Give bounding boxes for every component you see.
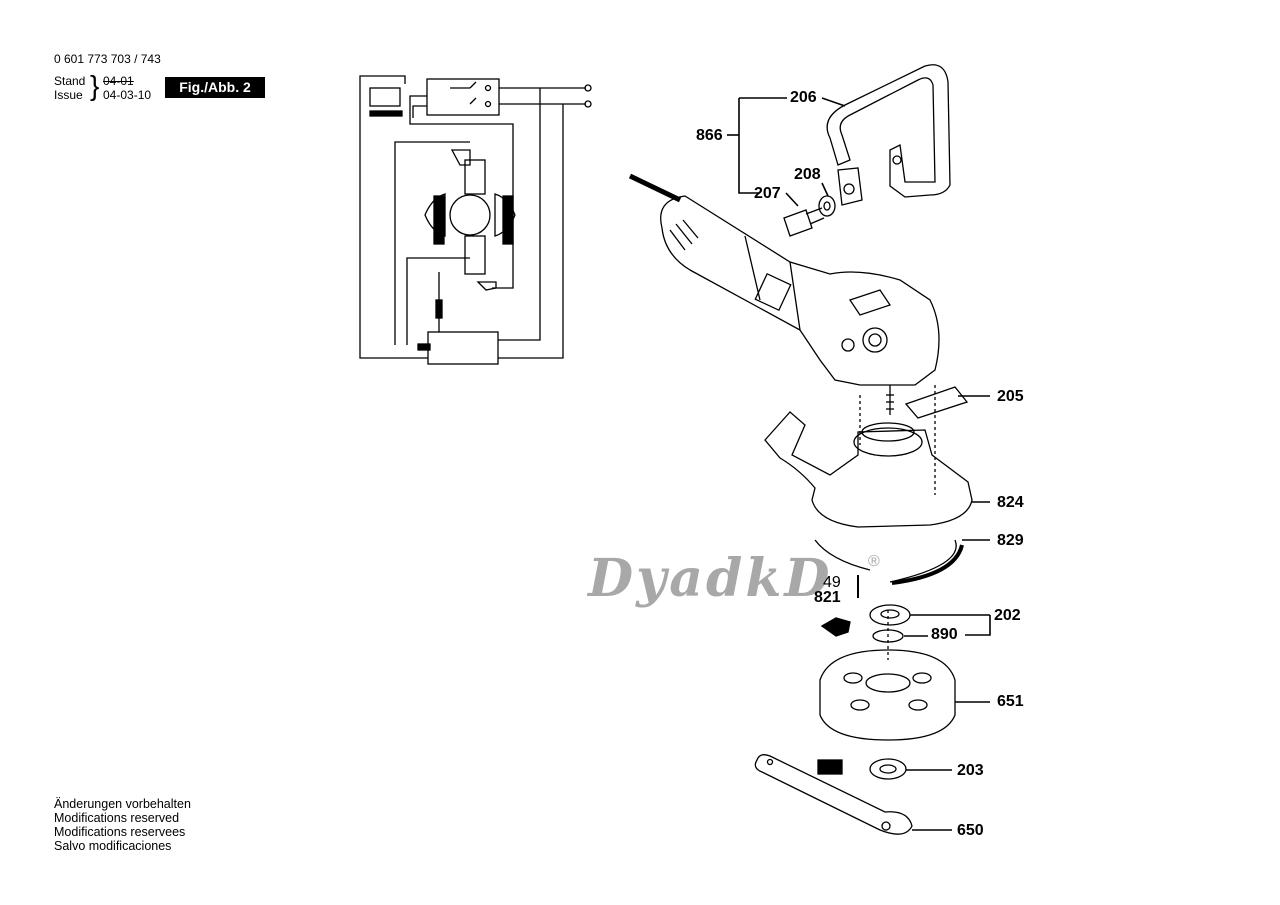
new-date: 04-03-10 — [103, 88, 152, 102]
part-label-890: 890 — [931, 626, 958, 643]
grinder-body — [628, 173, 940, 415]
note-es: Salvo modificaciones — [54, 839, 172, 853]
dust-guard — [764, 385, 973, 528]
brace: } — [90, 70, 100, 101]
clamp-nut — [869, 758, 907, 780]
bolt — [783, 209, 813, 237]
auxiliary-handle — [826, 64, 951, 206]
stand-label: Stand — [54, 74, 86, 88]
part-number: 0 601 773 703 / 743 — [54, 52, 161, 66]
part-label-829: 829 — [997, 532, 1024, 549]
modification-notes: Änderungen vorbehalten Modifications res… — [54, 797, 191, 853]
part-label-866: 866 — [696, 127, 723, 144]
part-label-203: 203 — [957, 762, 984, 779]
cup-wheel — [819, 610, 956, 741]
note-fr: Modifications reservees — [54, 825, 186, 839]
part-label-205: 205 — [997, 388, 1024, 405]
spanner — [754, 754, 913, 835]
registered-mark: ® — [868, 553, 880, 570]
figure-label: Fig./Abb. 2 — [165, 77, 265, 98]
part-label-207: 207 — [754, 185, 781, 202]
part-label-206: 206 — [790, 89, 817, 106]
part-label-49: 49 — [823, 574, 841, 591]
part-label-651: 651 — [997, 693, 1024, 710]
label-plate — [904, 386, 969, 419]
brush-ring — [814, 539, 957, 583]
watermark: DyadkD — [588, 548, 833, 609]
washer — [818, 195, 836, 217]
part-label-650: 650 — [957, 822, 984, 839]
issue-label: Issue — [54, 88, 83, 102]
old-date: 04-01 — [103, 74, 134, 88]
part-label-202: 202 — [994, 607, 1021, 624]
note-de: Änderungen vorbehalten — [54, 797, 191, 811]
flange — [869, 604, 911, 626]
part-label-824: 824 — [997, 494, 1024, 511]
part-label-208: 208 — [794, 166, 821, 183]
wiring-schematic — [359, 75, 592, 365]
note-en: Modifications reserved — [54, 811, 180, 825]
part-label-821: 821 — [814, 589, 841, 606]
